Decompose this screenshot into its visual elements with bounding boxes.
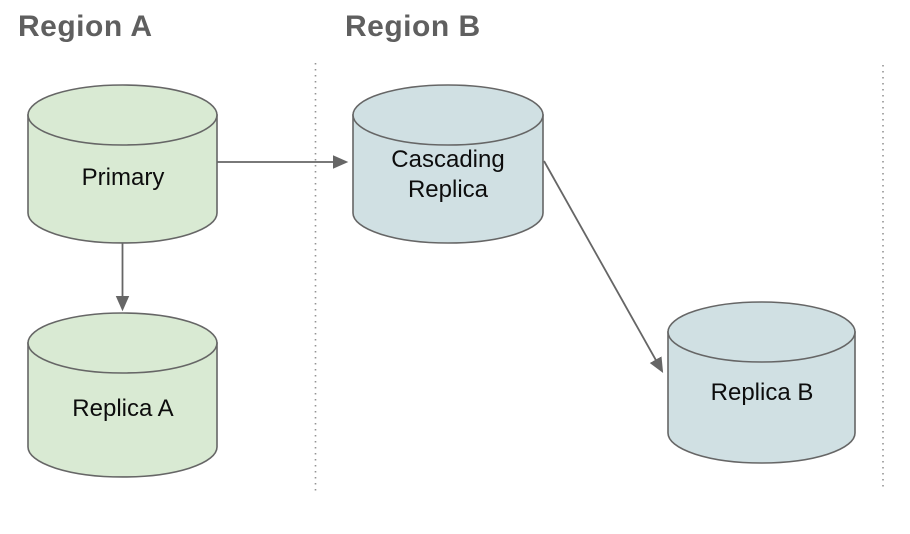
replica-b-cylinder bbox=[667, 301, 856, 464]
cascading-replica-cylinder bbox=[352, 84, 544, 244]
arrow-cascading-to-replica-b bbox=[543, 160, 664, 374]
cascading-replica-node-label: Cascading Replica bbox=[391, 146, 505, 203]
region-a-title: Region A bbox=[18, 10, 153, 43]
primary-node-label: Primary bbox=[81, 164, 165, 191]
primary-cylinder bbox=[27, 84, 218, 244]
region-b-title: Region B bbox=[345, 10, 481, 43]
replica-a-node-label: Replica A bbox=[72, 395, 174, 422]
replica-b-node-label: Replica B bbox=[710, 379, 814, 406]
replica-a-cylinder bbox=[27, 312, 218, 478]
